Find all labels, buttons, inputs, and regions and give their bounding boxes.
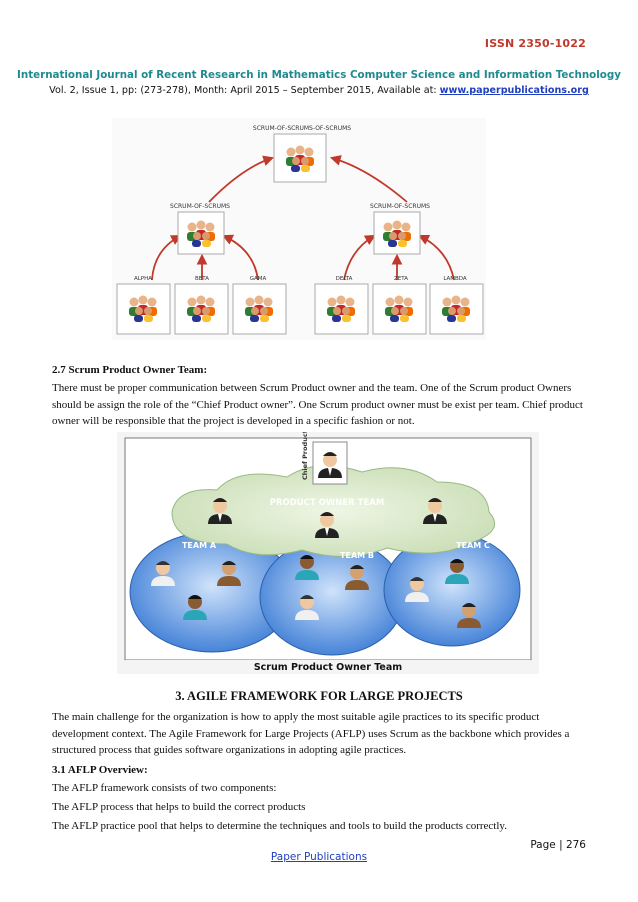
chief-label: Chief Product Owner — [301, 432, 309, 480]
node-team-3 — [232, 283, 287, 335]
paragraph-line: owner will be responsible that the proje… — [52, 415, 415, 427]
section-2-7-heading: 2.7 Scrum Product Owner Team: — [52, 364, 208, 376]
product-owner-cloud — [171, 465, 495, 557]
page-number: Page | 276 — [530, 839, 586, 851]
team-c-label: TEAM C — [456, 541, 490, 550]
label-top: SCRUM-OF-SCRUMS-OF-SCRUMS — [253, 125, 351, 132]
arrow-delta — [343, 234, 376, 281]
label-team-1: ALPHA — [134, 276, 152, 282]
label-team-4: DELTA — [336, 276, 353, 282]
product-owner-team-figure: Chief Product Owner PRODUCT OWNER TEAM T… — [117, 432, 539, 674]
label-team-3: GAMA — [250, 276, 267, 282]
team-a-label: TEAM A — [182, 541, 217, 550]
product-owner-team-label: PRODUCT OWNER TEAM — [270, 498, 385, 508]
arrow-left-to-top — [208, 155, 275, 203]
label-team-6: LAMBDA — [443, 276, 467, 282]
paragraph-line: The main challenge for the organization … — [52, 711, 540, 723]
label-team-5: ZETA — [394, 276, 408, 282]
scrum-hierarchy-figure: SCRUM-OF-SCRUMS-OF-SCRUMS SCRUM-OF-SCRUM… — [112, 118, 486, 340]
issn-label: ISSN 2350-1022 — [484, 37, 586, 50]
label-left-group: SCRUM-OF-SCRUMS — [170, 203, 230, 210]
arrow-gama — [222, 234, 259, 281]
team-b-label: TEAM B — [340, 551, 374, 560]
website-link[interactable]: www.paperpublications.org — [439, 85, 589, 96]
aflp-line-3: The AFLP practice pool that helps to det… — [52, 820, 507, 832]
section-3-1-heading: 3.1 AFLP Overview: — [52, 764, 148, 776]
section-3-paragraph: The main challenge for the organization … — [52, 709, 590, 759]
paragraph-line: structured process that guides software … — [52, 744, 407, 756]
aflp-line-1: The AFLP framework consists of two compo… — [52, 782, 277, 794]
volume-text: Vol. 2, Issue 1, pp: (273-278), Month: A… — [49, 85, 440, 96]
paragraph-line: development context. The Agile Framework… — [52, 727, 570, 740]
label-team-2: BETA — [195, 276, 209, 282]
journal-title: International Journal of Recent Research… — [17, 69, 621, 81]
paragraph-line: should be assign the role of the “Chief … — [52, 398, 583, 411]
node-team-4 — [314, 283, 369, 335]
section-2-7-paragraph: There must be proper communication betwe… — [52, 380, 590, 430]
volume-line: Vol. 2, Issue 1, pp: (273-278), Month: A… — [0, 85, 638, 96]
caption-strip — [125, 660, 531, 672]
arrow-alpha — [151, 234, 182, 281]
arrow-lambda — [418, 235, 455, 281]
figure2-caption: Scrum Product Owner Team — [254, 662, 402, 673]
publisher-link[interactable]: Paper Publications — [270, 851, 368, 863]
section-3-title: 3. AGILE FRAMEWORK FOR LARGE PROJECTS — [175, 689, 463, 703]
aflp-line-2: The AFLP process that helps to build the… — [52, 801, 306, 813]
arrow-right-to-top — [329, 155, 408, 203]
paragraph-line: There must be proper communication betwe… — [52, 382, 572, 394]
label-right-group: SCRUM-OF-SCRUMS — [370, 203, 430, 210]
